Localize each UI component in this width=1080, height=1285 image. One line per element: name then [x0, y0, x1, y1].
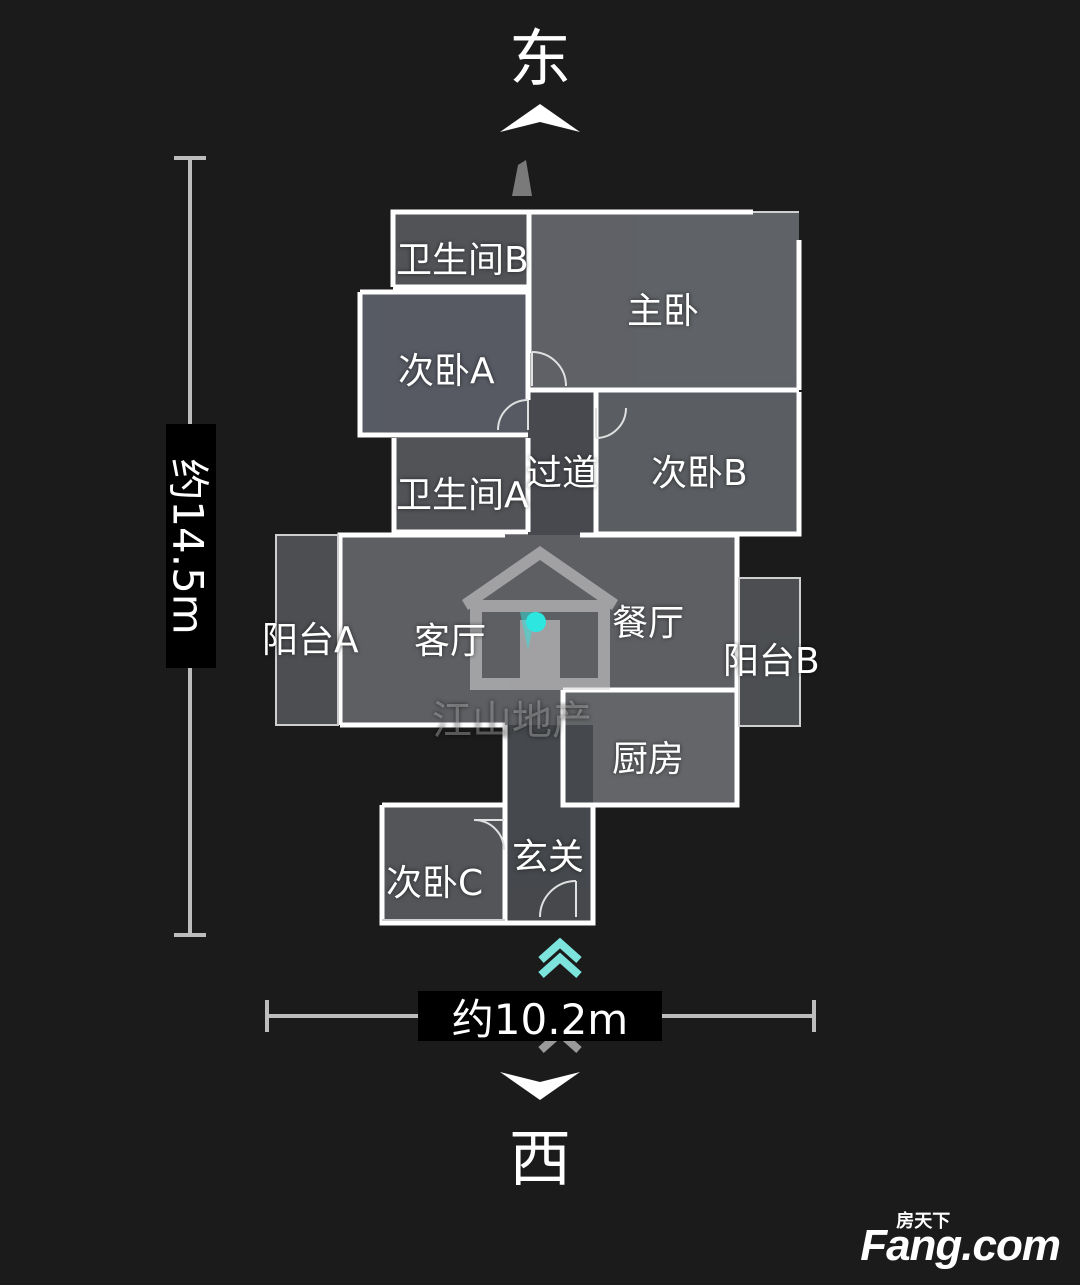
north-pointer-icon — [512, 160, 532, 196]
room-label-balcony-a[interactable]: 阳台A — [262, 620, 359, 661]
room-label-kitchen[interactable]: 厨房 — [612, 739, 685, 780]
south-arrow-icon[interactable] — [498, 1070, 582, 1104]
height-dimension-label: 约14.5m — [164, 424, 216, 668]
balcony-outlines — [275, 211, 801, 921]
room-label-bedroom-b[interactable]: 次卧B — [651, 453, 748, 494]
compass-south-label: 西 — [508, 1122, 571, 1195]
walls — [337, 209, 802, 926]
room-label-balcony-b[interactable]: 阳台B — [723, 641, 820, 682]
compass-north-label: 东 — [508, 22, 571, 95]
room-label-corridor[interactable]: 过道 — [526, 453, 599, 494]
room-label-entry[interactable]: 玄关 — [512, 837, 585, 878]
room-label-master[interactable]: 主卧 — [627, 291, 700, 332]
watermark-text: 江山地产 — [432, 698, 592, 744]
room-label-bedroom-a[interactable]: 次卧A — [398, 351, 495, 392]
room-label-bath-a[interactable]: 卫生间A — [396, 475, 529, 516]
north-arrow-icon[interactable] — [498, 100, 582, 134]
room-label-living[interactable]: 客厅 — [414, 621, 487, 662]
room-fills — [276, 212, 800, 923]
room-label-bedroom-c[interactable]: 次卧C — [386, 863, 484, 904]
room-label-dining[interactable]: 餐厅 — [612, 603, 685, 644]
position-marker-icon — [520, 612, 546, 650]
width-dimension-label: 约10.2m — [418, 991, 662, 1044]
room-label-bath-b[interactable]: 卫生间B — [396, 240, 529, 281]
door-swings — [473, 351, 627, 918]
fang-logo: 房天下 Fang.com — [860, 1211, 1061, 1270]
